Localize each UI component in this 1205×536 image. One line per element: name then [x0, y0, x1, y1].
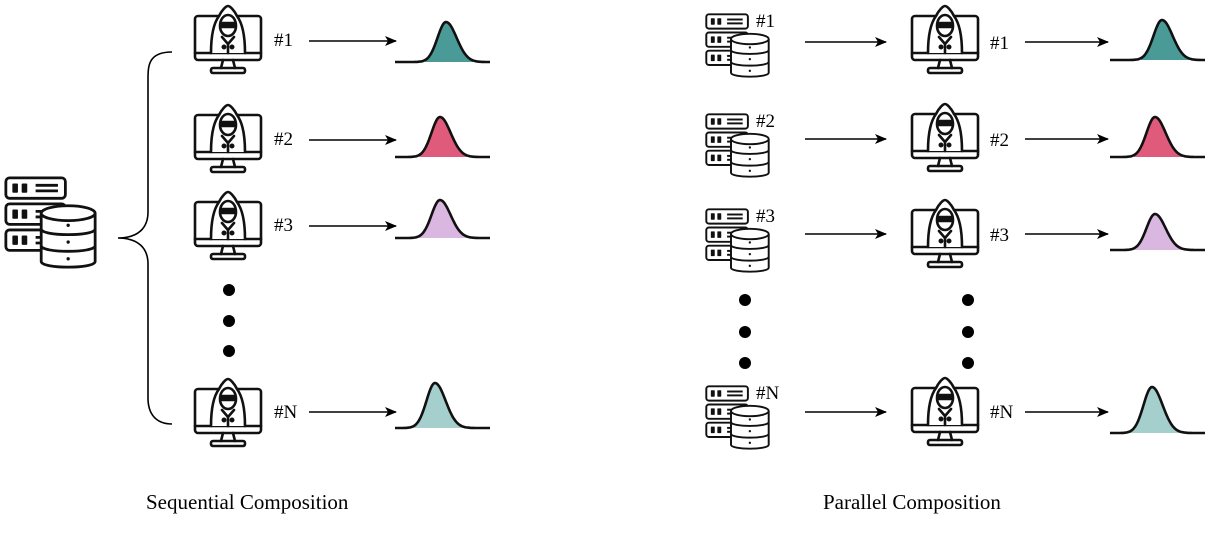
- par-user-ellipsis-dot-2: [962, 326, 974, 338]
- seq-user-icon-2: [193, 103, 263, 174]
- par-db-label-3: #3: [756, 206, 775, 227]
- par-db-label-2: #2: [756, 111, 775, 132]
- seq-distribution-3: [395, 198, 490, 240]
- seq-user-icon-4: [193, 377, 263, 448]
- parallel-caption: Parallel Composition: [823, 490, 1001, 514]
- par-user-label-1: #1: [990, 33, 1009, 54]
- par-user-ellipsis-dot-1: [962, 294, 974, 306]
- par-user-label-3: #3: [990, 225, 1009, 246]
- par-db-ellipsis-dot-1: [739, 294, 751, 306]
- seq-distribution-4: [395, 381, 490, 430]
- seq-ellipsis-dot-2: [223, 315, 235, 327]
- seq-user-icon-3: [193, 190, 263, 261]
- seq-ellipsis-dot-1: [223, 284, 235, 296]
- par-distribution-1: [1110, 18, 1205, 62]
- sequential-brace: [117, 51, 173, 425]
- seq-user-icon-1: [193, 4, 263, 75]
- par-distribution-3: [1110, 212, 1205, 252]
- par-db-label-1: #1: [756, 11, 775, 32]
- par-database-icon-2: [705, 113, 770, 178]
- seq-label-n: #N: [274, 402, 298, 423]
- seq-label-3: #3: [274, 215, 293, 236]
- par-user-icon-4: [910, 376, 980, 447]
- par-db-ellipsis-dot-3: [739, 357, 751, 369]
- par-db-label-n: #N: [756, 383, 780, 404]
- par-user-icon-3: [910, 198, 980, 269]
- par-user-ellipsis-dot-3: [962, 357, 974, 369]
- par-distribution-2: [1110, 115, 1205, 159]
- seq-label-2: #2: [274, 129, 293, 150]
- par-distribution-4: [1110, 385, 1205, 435]
- sequential-caption: Sequential Composition: [146, 490, 349, 514]
- seq-distribution-1: [395, 20, 490, 64]
- par-database-icon-4: [705, 385, 770, 450]
- seq-ellipsis-dot-3: [223, 345, 235, 357]
- seq-distribution-2: [395, 115, 490, 159]
- par-database-icon-3: [705, 208, 770, 273]
- seq-label-1: #1: [274, 30, 293, 51]
- par-user-label-2: #2: [990, 130, 1009, 151]
- sequential-database-icon: [4, 176, 97, 269]
- par-user-icon-2: [910, 102, 980, 173]
- par-db-ellipsis-dot-2: [739, 326, 751, 338]
- par-database-icon-1: [705, 13, 770, 78]
- par-user-icon-1: [910, 4, 980, 75]
- par-user-label-n: #N: [990, 402, 1014, 423]
